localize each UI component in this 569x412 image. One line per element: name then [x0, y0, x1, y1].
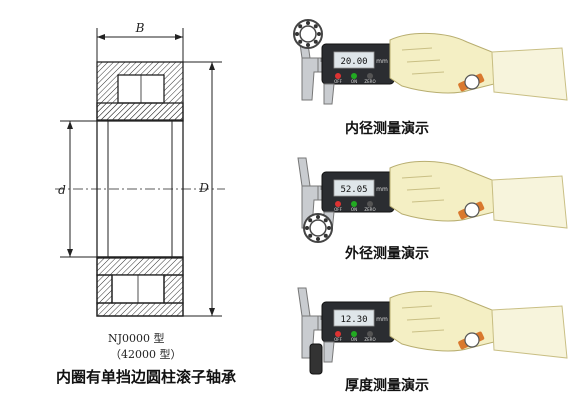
caliper-unit: mm [376, 316, 388, 323]
caliper-reading: 52.05 [340, 185, 367, 195]
caliper-button [335, 73, 341, 79]
caliper-button [335, 331, 341, 337]
fixed-jaw [301, 315, 319, 359]
dim-label-width: B [135, 21, 145, 35]
caliper-button-label: ZERO [364, 207, 375, 212]
caliper-button-label: ZERO [364, 337, 375, 342]
wristwatch-face [464, 332, 480, 348]
inner-diameter-dimension: d [58, 120, 97, 258]
moving-jaw [323, 341, 335, 363]
caliper-button-label: ZERO [364, 79, 375, 84]
dim-label-inner: d [58, 183, 66, 197]
fixed-jaw [301, 57, 319, 101]
caliper-unit: mm [376, 58, 388, 65]
caliper-button [367, 331, 373, 337]
demo-caption-thickness: 厚度测量演示 [345, 378, 429, 394]
caliper-button-label: ON [351, 337, 357, 342]
caliper-reading: 20.00 [340, 57, 367, 67]
sleeve [491, 175, 568, 229]
wristwatch-face [464, 202, 480, 218]
caliper-lcd [333, 179, 375, 197]
caliper-button [351, 201, 357, 207]
bearing-drawing-panel: B d [0, 0, 262, 412]
caliper-unit: mm [376, 186, 388, 193]
bearing-cross-section-drawing: B d [55, 21, 225, 317]
sleeve [491, 47, 568, 101]
caliper-button [351, 73, 357, 79]
caliper-lcd [333, 309, 375, 327]
caliper-button-label: OFF [334, 207, 342, 212]
demo-caption-outer: 外径测量演示 [345, 246, 429, 262]
model-alt-label: （42000 型） [110, 348, 182, 361]
caliper-reading: 12.30 [340, 315, 367, 325]
model-label: NJ0000 型 [108, 332, 165, 345]
caliper-button-label: OFF [334, 79, 342, 84]
inner-ring-top-section [96, 102, 184, 122]
fixed-jaw [301, 185, 319, 229]
moving-jaw [323, 83, 335, 105]
bearing-workpiece [309, 343, 323, 375]
caliper-button-label: OFF [334, 337, 342, 342]
caliper-lcd [333, 51, 375, 69]
width-dimension: B [96, 21, 184, 62]
caliper-button [335, 201, 341, 207]
demo-caption-inner: 内径测量演示 [345, 121, 429, 137]
caliper-button [351, 331, 357, 337]
caliper-button [367, 73, 373, 79]
bearing-title: 内圈有单挡边圆柱滚子轴承 [55, 368, 236, 386]
caliper-button-label: ON [351, 207, 357, 212]
outer-ring-bottom-section [96, 302, 184, 317]
wristwatch-face [464, 74, 480, 90]
outer-diameter-dimension: D [183, 61, 222, 317]
dim-label-outer: D [198, 181, 209, 195]
caliper-button [367, 201, 373, 207]
caliper-button-label: ON [351, 79, 357, 84]
sleeve [491, 305, 568, 359]
inner-ring-bottom-section [96, 256, 184, 276]
